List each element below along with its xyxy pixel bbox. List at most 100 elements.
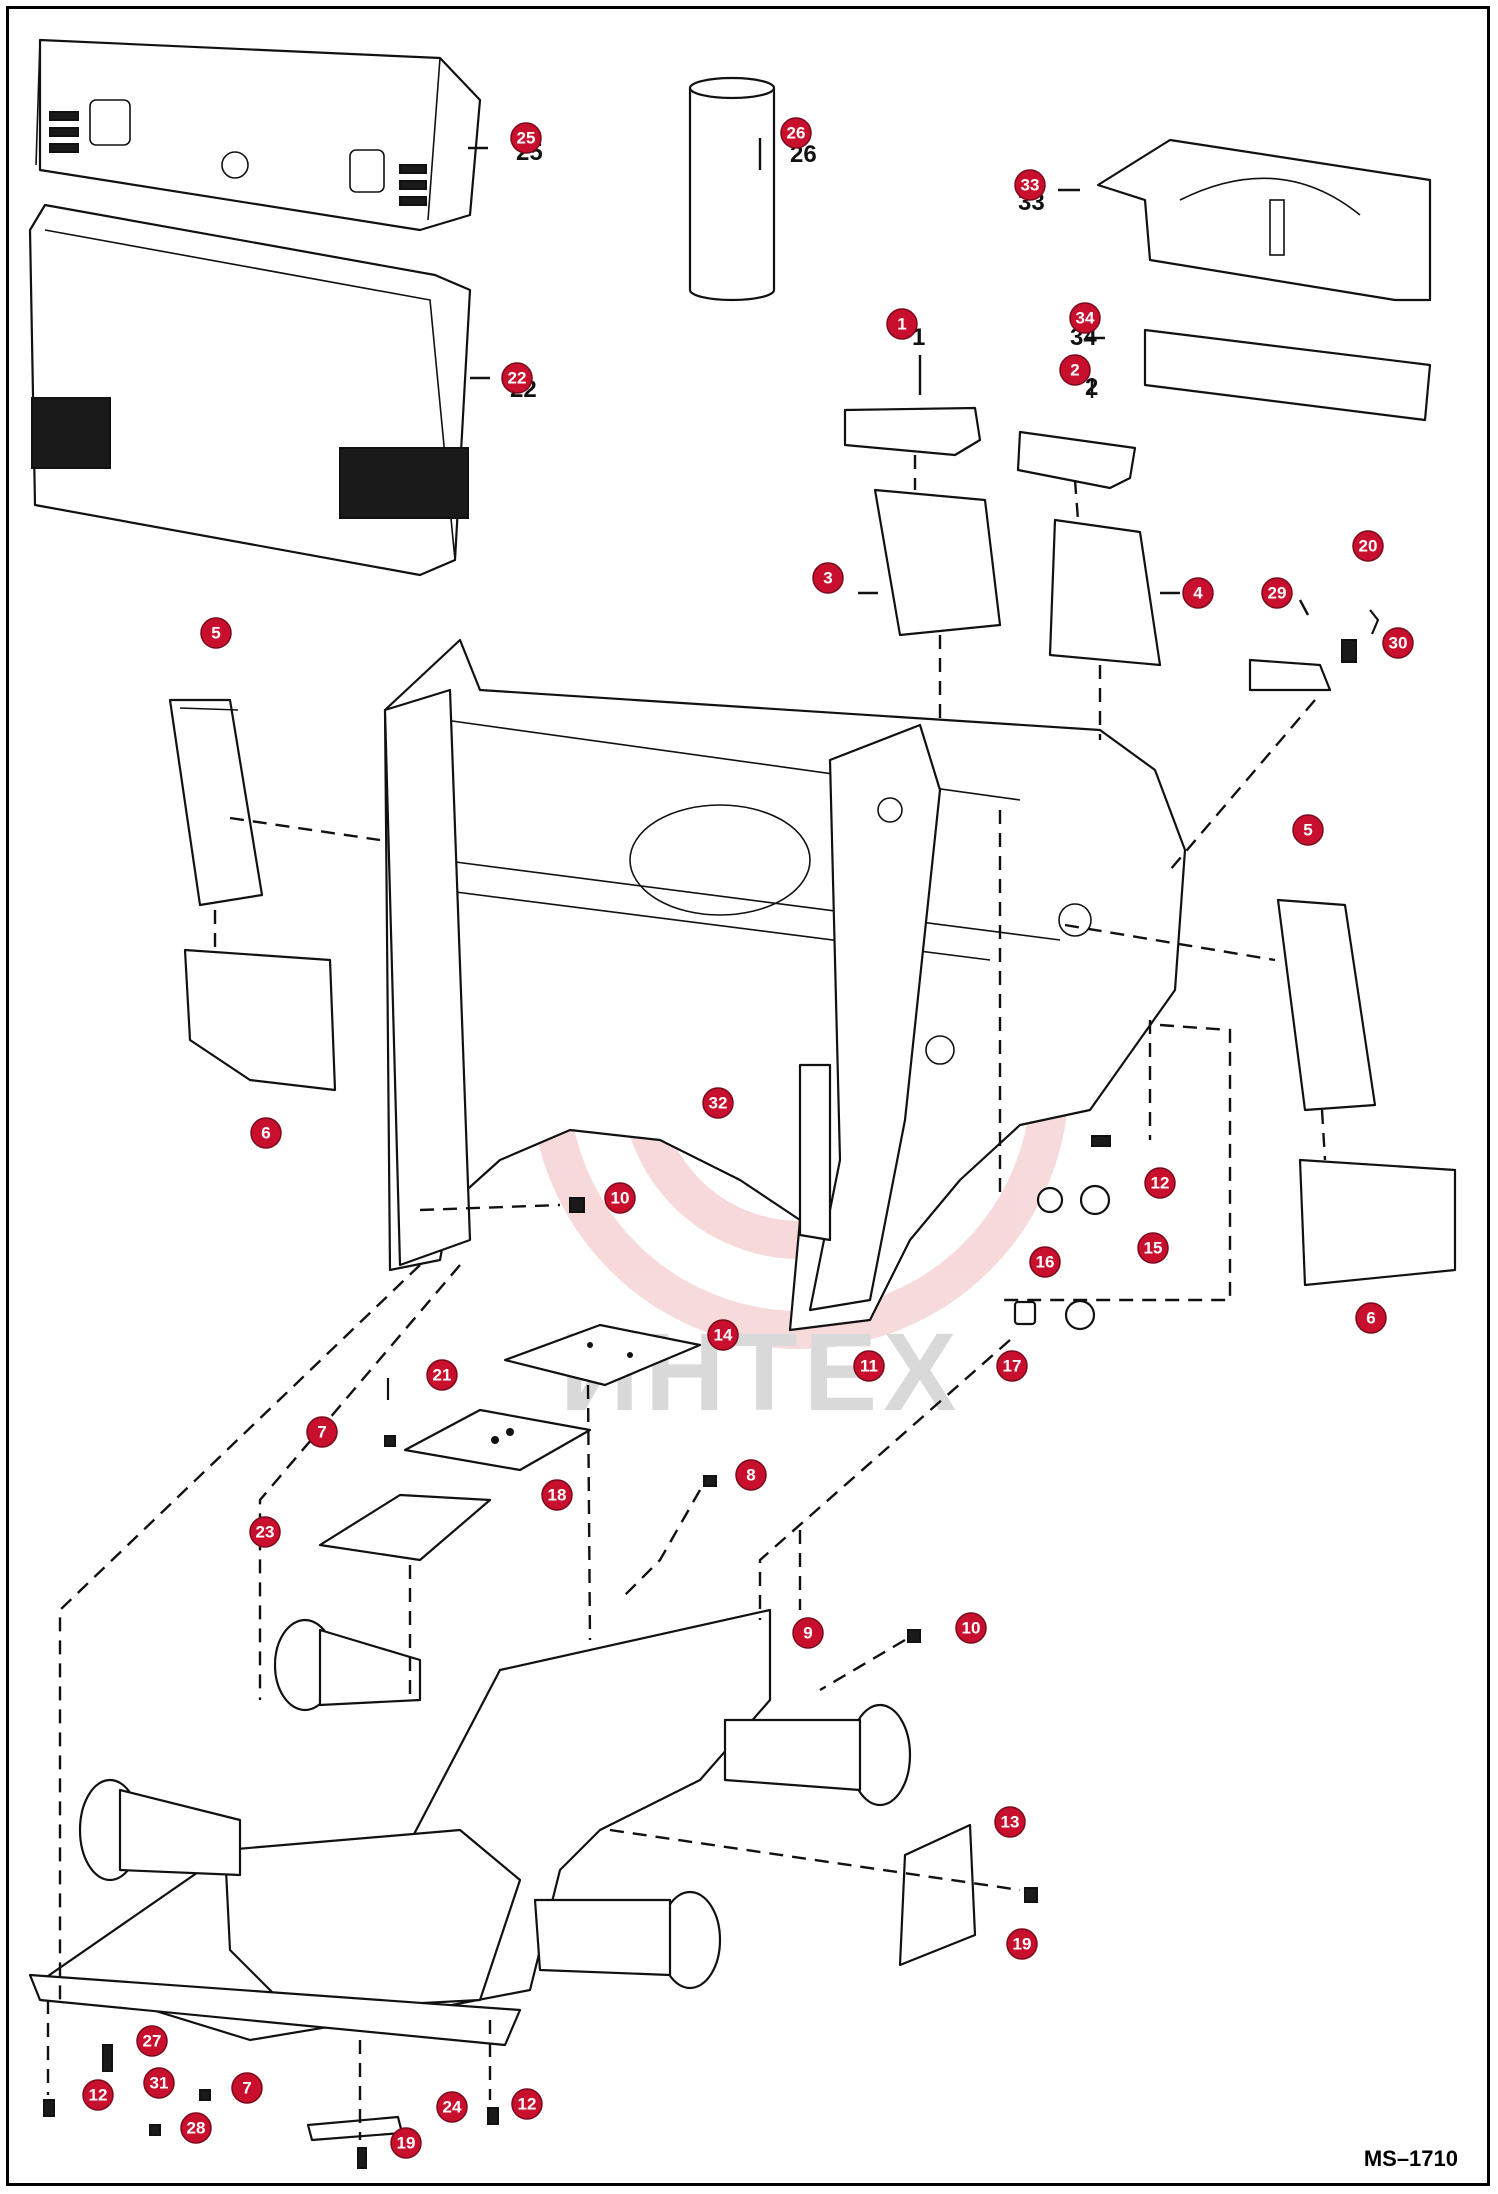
svg-text:17: 17 <box>1003 1357 1022 1376</box>
callout-25[interactable]: 25 <box>510 122 542 154</box>
callout-29[interactable]: 29 <box>1261 577 1293 609</box>
part-pad-4 <box>1048 518 1162 667</box>
callout-10-top[interactable]: 10 <box>604 1182 636 1214</box>
callout-6-right[interactable]: 6 <box>1355 1302 1387 1334</box>
part-lower-chassis <box>28 1608 912 2047</box>
svg-text:32: 32 <box>709 1094 728 1113</box>
svg-text:31: 31 <box>150 2074 169 2093</box>
callout-30[interactable]: 30 <box>1382 627 1414 659</box>
callout-11[interactable]: 11 <box>853 1350 885 1382</box>
callout-31[interactable]: 31 <box>143 2067 175 2099</box>
part-block-5-right <box>1276 898 1377 1112</box>
svg-text:2: 2 <box>1085 374 1098 401</box>
part-tube <box>688 76 776 302</box>
svg-text:7: 7 <box>242 2079 251 2098</box>
svg-text:22: 22 <box>508 369 527 388</box>
svg-text:6: 6 <box>1366 1309 1375 1328</box>
svg-text:19: 19 <box>1013 1935 1032 1954</box>
callout-14[interactable]: 14 <box>707 1319 739 1351</box>
svg-text:4: 4 <box>1193 584 1203 603</box>
part-nut-10-bottom <box>907 1629 921 1643</box>
callout-19-bottom[interactable]: 19 <box>390 2127 422 2159</box>
part-main-frame <box>383 638 1187 1332</box>
callout-12-left[interactable]: 12 <box>82 2079 114 2111</box>
svg-text:14: 14 <box>714 1326 733 1345</box>
part-bracket-33 <box>1096 138 1432 302</box>
callout-15[interactable]: 15 <box>1137 1232 1169 1264</box>
part-block-6-right <box>1298 1158 1457 1287</box>
svg-text:12: 12 <box>89 2086 108 2105</box>
callout-12-right[interactable]: 12 <box>511 2088 543 2120</box>
callout-27[interactable]: 27 <box>136 2025 168 2057</box>
part-bearing-15b <box>1064 1299 1096 1331</box>
callout-9[interactable]: 9 <box>792 1617 824 1649</box>
callout-12-top[interactable]: 12 <box>1144 1167 1176 1199</box>
callout-5-left[interactable]: 5 <box>200 617 232 649</box>
callout-badges: 25 26 33 22 34 1 2 3 4 20 29 30 5 5 6 32… <box>82 117 1414 2159</box>
callout-26[interactable]: 26 <box>780 117 812 149</box>
svg-text:28: 28 <box>187 2119 206 2138</box>
part-plate-18 <box>403 1408 592 1472</box>
callout-1[interactable]: 1 <box>886 308 918 340</box>
part-nut-28 <box>149 2124 161 2136</box>
callout-6-left[interactable]: 6 <box>250 1117 282 1149</box>
part-block-6-left <box>183 948 337 1092</box>
svg-text:6: 6 <box>261 1124 270 1143</box>
callout-34[interactable]: 34 <box>1069 302 1101 334</box>
svg-text:24: 24 <box>443 2098 462 2117</box>
svg-text:9: 9 <box>803 1624 812 1643</box>
svg-text:13: 13 <box>1001 1813 1020 1832</box>
callout-33[interactable]: 33 <box>1014 169 1046 201</box>
svg-text:27: 27 <box>143 2032 162 2051</box>
callout-20[interactable]: 20 <box>1352 530 1384 562</box>
callout-2[interactable]: 2 <box>1059 354 1091 386</box>
part-screw-20 <box>1369 609 1380 635</box>
callout-18[interactable]: 18 <box>541 1479 573 1511</box>
svg-text:12: 12 <box>518 2095 537 2114</box>
svg-text:10: 10 <box>611 1189 630 1208</box>
part-bearing-15a <box>1079 1184 1111 1216</box>
callout-10-bottom[interactable]: 10 <box>955 1612 987 1644</box>
svg-text:29: 29 <box>1268 584 1287 603</box>
callout-3[interactable]: 3 <box>812 562 844 594</box>
callout-19-right[interactable]: 19 <box>1006 1928 1038 1960</box>
part-pin-27 <box>102 2044 113 2072</box>
part-nut-10-top <box>569 1197 585 1213</box>
callout-7-bottom[interactable]: 7 <box>231 2072 263 2104</box>
callout-22[interactable]: 22 <box>501 362 533 394</box>
svg-text:16: 16 <box>1036 1253 1055 1272</box>
leader-lines <box>46 455 1327 2140</box>
part-plate-23 <box>318 1493 492 1562</box>
callout-21[interactable]: 21 <box>426 1359 458 1391</box>
svg-text:5: 5 <box>211 624 220 643</box>
callout-32[interactable]: 32 <box>702 1087 734 1119</box>
callout-28[interactable]: 28 <box>180 2112 212 2144</box>
callout-8[interactable]: 8 <box>735 1459 767 1491</box>
svg-text:21: 21 <box>433 1366 452 1385</box>
drawing-code-label: MS–1710 <box>1363 2146 1458 2171</box>
part-nut-30 <box>1341 639 1357 663</box>
callout-4[interactable]: 4 <box>1182 577 1214 609</box>
svg-text:23: 23 <box>256 1523 275 1542</box>
callout-7-top[interactable]: 7 <box>306 1416 338 1448</box>
callout-24[interactable]: 24 <box>436 2091 468 2123</box>
part-block-5-left <box>168 698 264 907</box>
svg-text:18: 18 <box>548 1486 567 1505</box>
svg-text:26: 26 <box>787 124 806 143</box>
svg-text:30: 30 <box>1389 634 1408 653</box>
svg-text:5: 5 <box>1303 821 1312 840</box>
callout-16[interactable]: 16 <box>1029 1246 1061 1278</box>
part-cushion-2 <box>1016 430 1137 490</box>
part-bolt-12-a <box>43 2099 55 2117</box>
callout-13[interactable]: 13 <box>994 1806 1026 1838</box>
part-rear-door <box>28 203 472 577</box>
part-bearing-16 <box>1036 1186 1064 1214</box>
svg-text:33: 33 <box>1021 176 1040 195</box>
callout-17[interactable]: 17 <box>996 1350 1028 1382</box>
svg-text:8: 8 <box>746 1466 755 1485</box>
svg-text:15: 15 <box>1144 1239 1163 1258</box>
callout-23[interactable]: 23 <box>249 1516 281 1548</box>
part-screw-19-right <box>1024 1887 1038 1903</box>
callout-5-right[interactable]: 5 <box>1292 814 1324 846</box>
